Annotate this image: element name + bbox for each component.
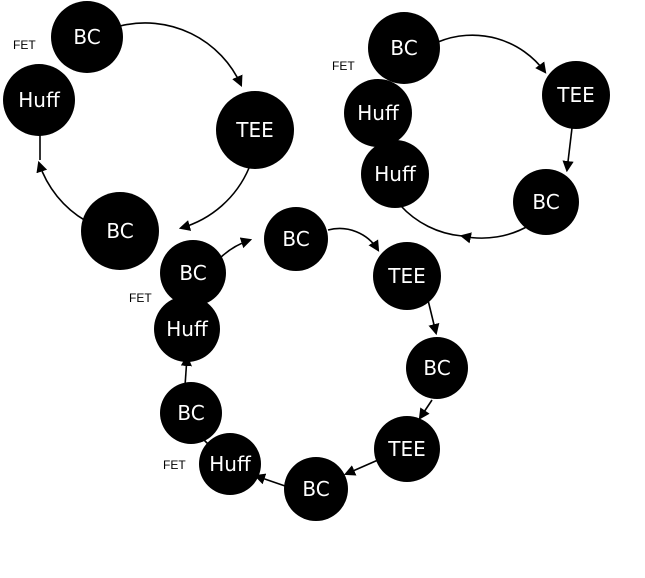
edge-d1-bc-huff	[36, 160, 87, 222]
svg-text:BC: BC	[423, 356, 450, 380]
fet-label-d3-upper: FET	[129, 291, 152, 305]
svg-text:BC: BC	[390, 36, 417, 60]
edge-d2-bc-huff	[459, 224, 531, 244]
svg-text:TEE: TEE	[556, 83, 595, 107]
node-d3-tee-upper: TEE	[373, 242, 441, 310]
edge-d3-tee-bc	[427, 299, 440, 336]
svg-text:Huff: Huff	[166, 317, 209, 341]
edge-d3-bc-tee	[327, 227, 380, 252]
node-d3-tee-lower: TEE	[374, 416, 440, 482]
node-d2-bc-top: BC	[368, 12, 440, 84]
edge-d3-bc-tee2	[418, 399, 433, 420]
svg-text:TEE: TEE	[235, 118, 274, 142]
node-d3-bc-top: BC	[264, 207, 328, 271]
svg-text:BC: BC	[302, 477, 329, 501]
svg-text:TEE: TEE	[387, 264, 426, 288]
svg-text:BC: BC	[73, 25, 100, 49]
edge-d3-bc-topbc	[219, 237, 253, 259]
node-d2-huff-lower: Huff	[361, 140, 429, 208]
edge-d2-bc-tee	[437, 34, 547, 74]
node-d3-bc-right: BC	[406, 337, 468, 399]
node-d1-huff: Huff	[3, 64, 75, 136]
node-d1-tee: TEE	[216, 91, 294, 169]
svg-text:BC: BC	[532, 190, 559, 214]
node-d3-huff-lower: Huff	[199, 433, 261, 495]
node-d2-tee: TEE	[542, 61, 610, 129]
node-d1-bc-top: BC	[51, 1, 123, 73]
svg-text:BC: BC	[179, 261, 206, 285]
svg-text:BC: BC	[282, 227, 309, 251]
cycle-diagram-1: BC TEE BC Huff FET	[3, 1, 294, 270]
node-d2-bc-bottom: BC	[513, 169, 579, 235]
node-d3-bc-upperleft: BC	[160, 240, 226, 306]
edge-d2-tee-bc	[562, 127, 574, 173]
node-d2-huff-upper: Huff	[344, 79, 412, 147]
node-d3-bc-bottom: BC	[284, 457, 348, 521]
svg-text:Huff: Huff	[374, 162, 417, 186]
cycle-diagram-3: BC TEE BC TEE BC Huff BC Huff	[129, 207, 468, 521]
edge-d2-huff-tail	[399, 204, 463, 237]
edge-d3-bc-huff	[253, 473, 289, 488]
fet-label-d3-lower: FET	[163, 458, 186, 472]
node-d1-bc-bottom: BC	[81, 192, 159, 270]
fet-label-d1: FET	[13, 38, 36, 52]
cycle-diagram-2: BC TEE BC Huff Huff FET	[332, 12, 610, 244]
edge-d1-tee-bc	[178, 167, 250, 231]
svg-text:TEE: TEE	[387, 437, 426, 461]
edge-d1-bc-tee	[119, 22, 243, 88]
node-d3-huff-upper: Huff	[154, 296, 220, 362]
svg-text:Huff: Huff	[209, 452, 252, 476]
edge-d3-tee2-bc	[343, 459, 379, 476]
svg-text:BC: BC	[177, 401, 204, 425]
svg-text:Huff: Huff	[18, 88, 61, 112]
svg-text:BC: BC	[106, 219, 133, 243]
svg-text:Huff: Huff	[357, 101, 400, 125]
node-d3-bc-left: BC	[160, 382, 222, 444]
fet-label-d2: FET	[332, 59, 355, 73]
